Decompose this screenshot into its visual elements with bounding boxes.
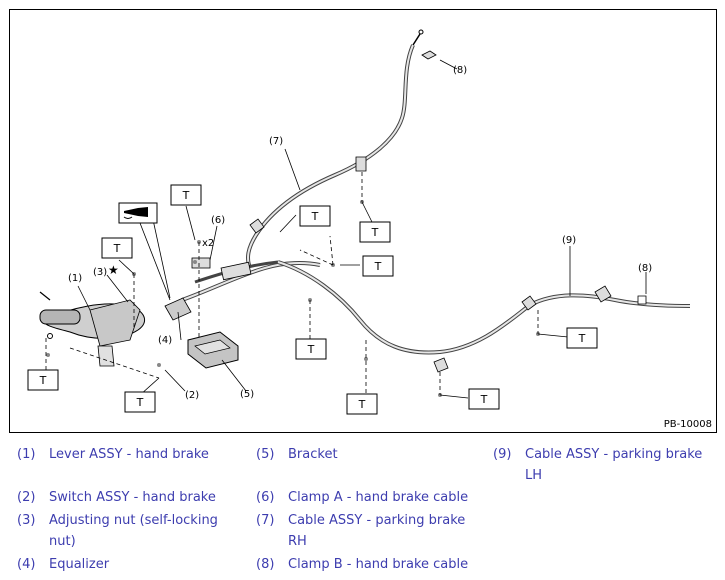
leader-dashes	[45, 172, 539, 395]
svg-text:T: T	[371, 226, 379, 239]
diagram-drawing: T T T T T T T T T T T ★ x2 (1) (2) (3) (…	[27, 29, 691, 415]
hand-brake-lever	[39, 291, 146, 367]
torque-box: T	[124, 391, 156, 413]
callout-4: (4)	[158, 335, 172, 346]
callout-5: (5)	[240, 389, 254, 400]
exploded-diagram: T T T T T T T T T T T ★ x2 (1) (2) (3) (…	[9, 9, 717, 433]
torque-box: T	[359, 221, 391, 243]
callout-6: (6)	[211, 215, 225, 226]
star-mark: ★	[108, 263, 119, 277]
torque-box: T	[362, 255, 394, 277]
torque-box: T	[346, 393, 378, 415]
svg-text:T: T	[374, 260, 382, 273]
cable-lh	[277, 260, 691, 373]
torque-box: T	[299, 205, 331, 227]
equalizer	[164, 297, 192, 321]
svg-text:T: T	[136, 396, 144, 409]
parts-legend: (1)Lever ASSY - hand brake (2)Switch ASS…	[17, 447, 703, 572]
callout-7: (7)	[269, 136, 283, 147]
torque-box: T	[566, 327, 598, 349]
svg-text:T: T	[307, 343, 315, 356]
torque-box: T	[295, 338, 327, 360]
grease-icon	[118, 202, 158, 224]
svg-text:T: T	[113, 242, 121, 255]
callout-3: (3)	[93, 267, 107, 278]
cable-front	[181, 257, 321, 302]
torque-box: T	[170, 184, 202, 206]
x2-label: x2	[202, 238, 214, 249]
torque-box: T	[27, 369, 59, 391]
callout-8-top: (8)	[453, 65, 467, 76]
svg-text:T: T	[358, 398, 366, 411]
svg-text:T: T	[182, 189, 190, 202]
callout-8-right: (8)	[638, 263, 652, 274]
callout-1: (1)	[68, 273, 82, 284]
cable-rh	[246, 29, 437, 269]
torque-box: T	[468, 388, 500, 410]
figure-code: PB-10008	[663, 419, 712, 430]
svg-text:T: T	[39, 374, 47, 387]
leader-lines	[45, 59, 647, 399]
bracket	[187, 331, 239, 369]
svg-text:T: T	[480, 393, 488, 406]
svg-text:T: T	[578, 332, 586, 345]
bolts	[46, 200, 540, 397]
torque-box: T	[101, 237, 133, 259]
callout-2: (2)	[185, 390, 199, 401]
torque-boxes: T T T T T T T T T T T	[27, 184, 598, 415]
svg-text:T: T	[311, 210, 319, 223]
callout-9: (9)	[562, 235, 576, 246]
